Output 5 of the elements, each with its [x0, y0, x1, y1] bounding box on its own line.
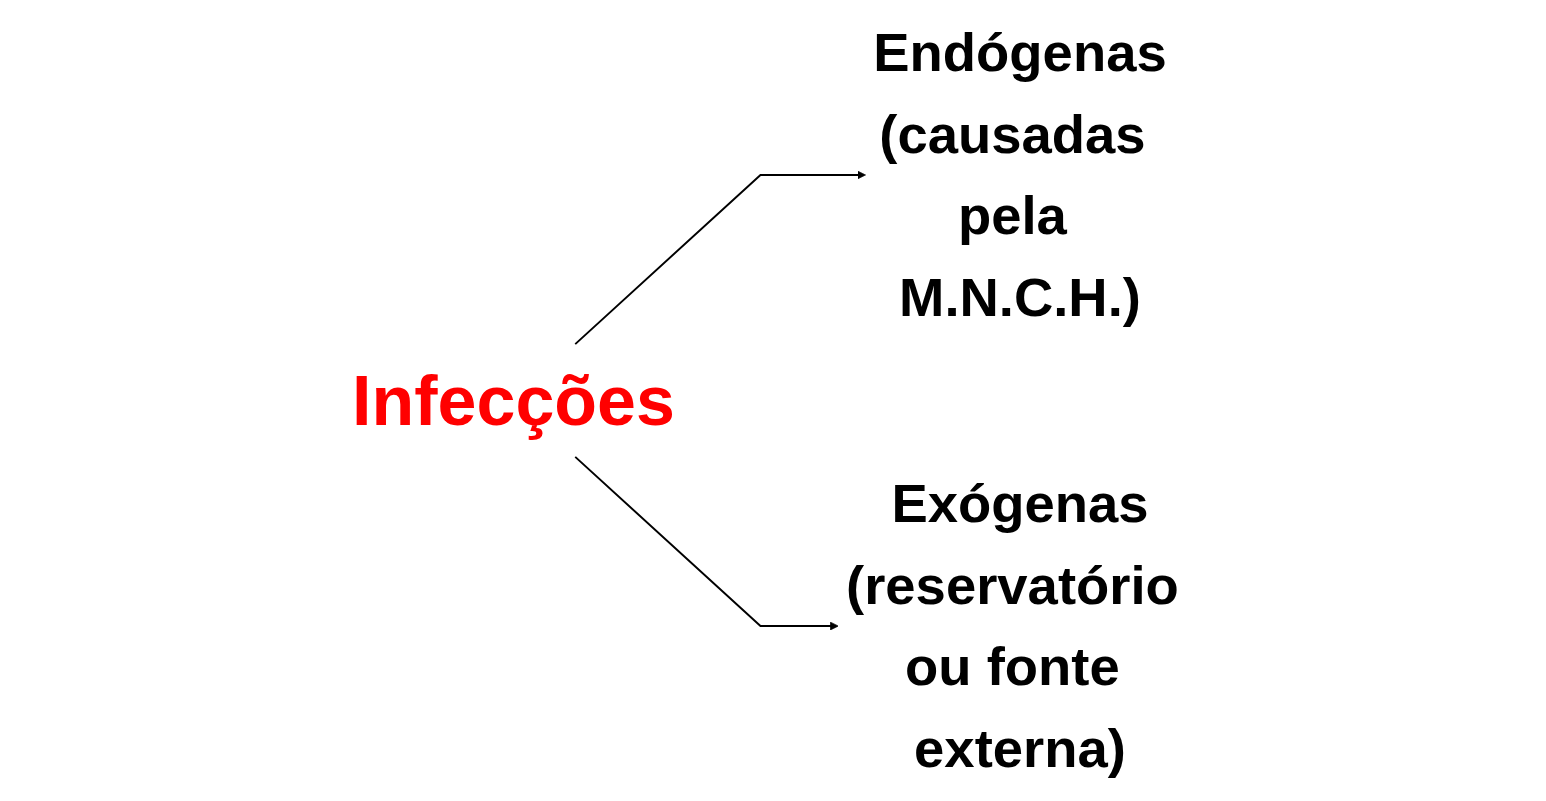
node-text: Endógenas (causadas pela M.N.C.H.): [873, 21, 1167, 328]
node-text: Infecções: [352, 361, 675, 440]
node-text: Exógenas (reservatório ou fonte externa): [846, 472, 1179, 779]
arrow: [574, 170, 866, 346]
arrow: [574, 455, 839, 631]
